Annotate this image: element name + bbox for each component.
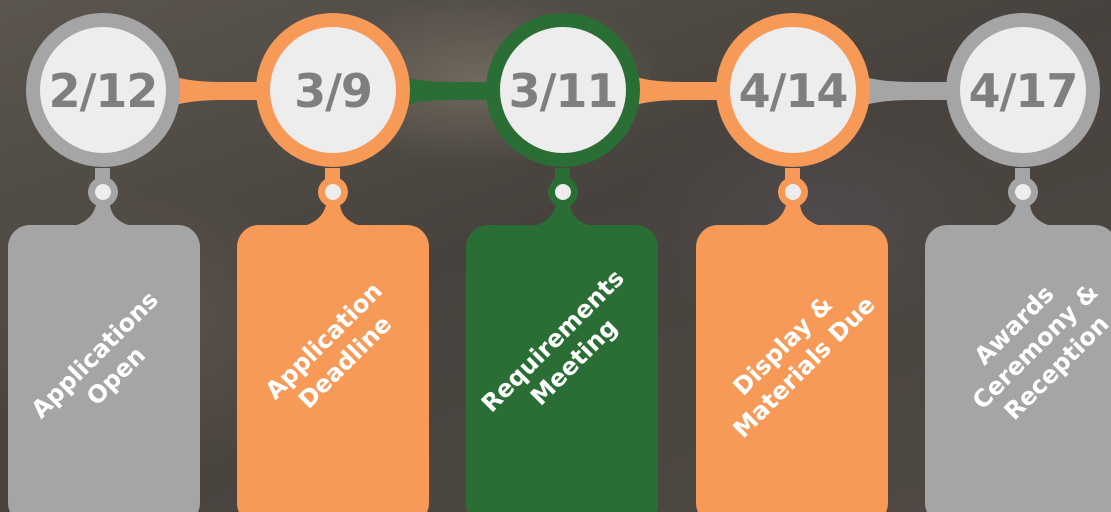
milestone-3: 3/11 Requirements Meeting [466,13,658,512]
milestone-card-neck [530,205,595,227]
milestone-1: 2/12 Applications Open [8,13,200,512]
milestone-circle [716,13,870,167]
milestone-card-neck [990,205,1055,227]
milestone-card [925,225,1111,512]
milestone-card-neck [760,205,825,227]
milestone-2: 3/9 Application Deadline [237,13,429,512]
milestone-card-neck [300,205,365,227]
milestone-date: 4/17 [969,64,1078,118]
milestone-circle [946,13,1100,167]
milestone-card [8,225,200,512]
milestone-pin-inner [95,184,111,200]
milestone-pin-inner [1015,184,1031,200]
milestone-date: 2/12 [49,64,158,118]
milestone-pin-inner [785,184,801,200]
milestone-circle [26,13,180,167]
milestone-circle [256,13,410,167]
milestone-date: 4/14 [739,64,848,118]
milestone-card [466,225,658,512]
milestone-date: 3/11 [509,64,618,118]
milestone-circle [486,13,640,167]
milestone-pin-inner [555,184,571,200]
milestone-date: 3/9 [294,64,372,118]
milestone-4: 4/14 Display & Materials Due [696,13,888,512]
milestone-card [696,225,888,512]
milestone-card-neck [70,205,135,227]
milestone-5: 4/17 Awards Ceremony & Reception [925,13,1111,512]
milestone-card [237,225,429,512]
milestone-pin-inner [325,184,341,200]
